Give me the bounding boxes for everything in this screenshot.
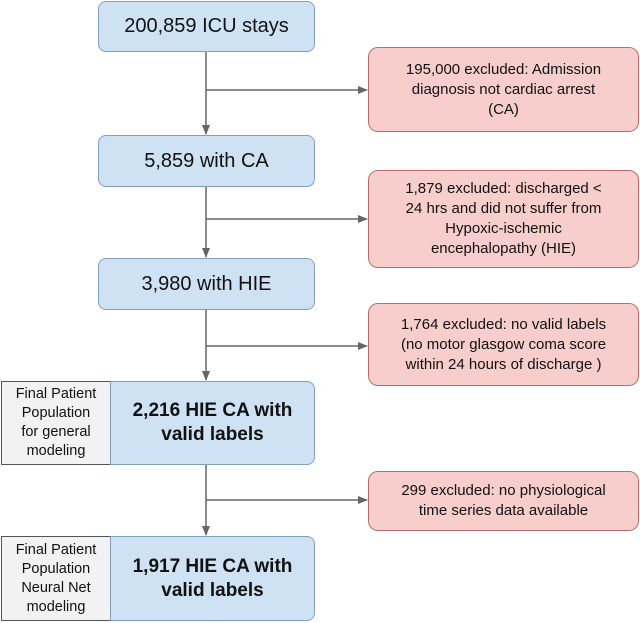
general-population-label-text: Final Patient Population for general mod… (15, 386, 97, 459)
icu-stays-box: 200,859 ICU stays (98, 1, 315, 52)
exclusion-discharged-text: 1,879 excluded: discharged < 24 hrs and … (405, 180, 602, 257)
exclusion-no-timeseries-box: 299 excluded: no physiological time seri… (368, 471, 639, 531)
exclusion-no-labels-box: 1,764 excluded: no valid labels (no moto… (368, 303, 639, 386)
neural-net-population-box: 1,917 HIE CA with valid labels (110, 536, 315, 621)
general-population-label: Final Patient Population for general mod… (1, 381, 111, 465)
exclusion-admission-text: 195,000 excluded: Admission diagnosis no… (405, 60, 602, 118)
exclusion-admission-box: 195,000 excluded: Admission diagnosis no… (368, 47, 639, 132)
icu-stays-text: 200,859 ICU stays (124, 15, 289, 37)
exclusion-no-timeseries-text: 299 excluded: no physiological time seri… (401, 482, 606, 519)
neural-net-population-label-text: Final Patient Population Neural Net mode… (15, 541, 97, 615)
with-hie-text: 3,980 with HIE (141, 272, 272, 295)
exclusion-discharged-box: 1,879 excluded: discharged < 24 hrs and … (368, 170, 639, 268)
neural-net-population-value: 1,917 HIE CA with valid labels (132, 555, 293, 601)
exclusion-no-labels-text: 1,764 excluded: no valid labels (no moto… (400, 315, 607, 373)
with-ca-box: 5,859 with CA (98, 135, 315, 187)
with-hie-box: 3,980 with HIE (98, 258, 315, 310)
general-population-value: 2,216 HIE CA with valid labels (132, 400, 293, 445)
general-population-box: 2,216 HIE CA with valid labels (110, 381, 315, 465)
with-ca-text: 5,859 with CA (144, 149, 269, 172)
neural-net-population-label: Final Patient Population Neural Net mode… (1, 536, 111, 621)
